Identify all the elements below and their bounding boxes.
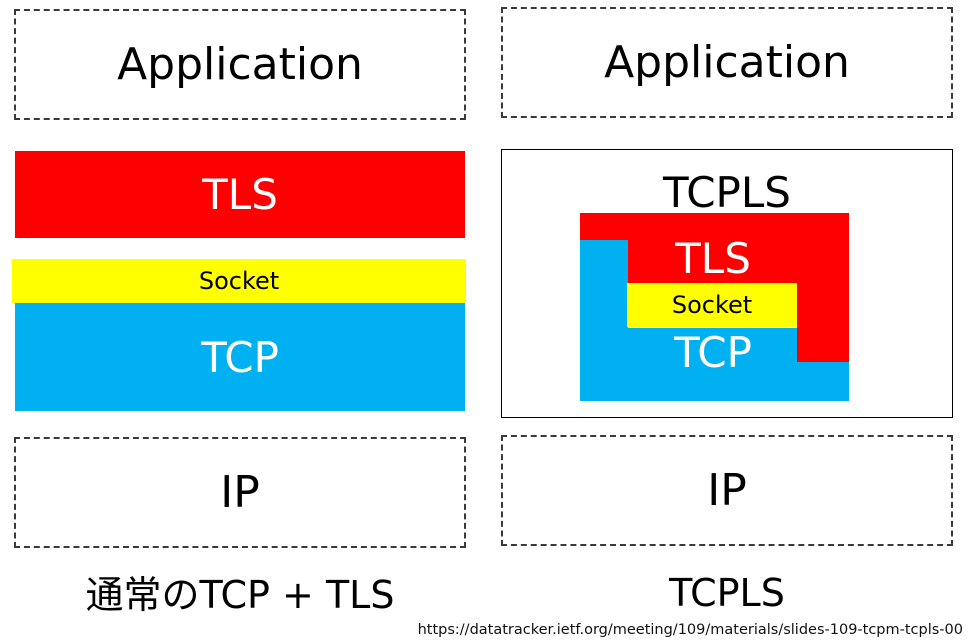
right-caption: TCPLS xyxy=(501,568,953,618)
left-application-layer: Application xyxy=(14,9,466,120)
tcpls-tls-shape xyxy=(580,213,849,362)
right-socket-label: Socket xyxy=(671,291,753,319)
source-url-text: https://datatracker.ietf.org/meeting/109… xyxy=(417,622,963,638)
right-application-layer: Application xyxy=(501,7,953,118)
left-socket-label: Socket xyxy=(198,267,280,295)
left-tls-layer: TLS xyxy=(15,151,465,238)
right-tcpls-title: TCPLS xyxy=(501,164,953,220)
left-caption: 通常のTCP + TLS xyxy=(14,566,466,617)
right-tcp-label: TCP xyxy=(674,327,752,377)
right-tcpls-title-text: TCPLS xyxy=(663,167,791,217)
right-socket-label-box: Socket xyxy=(627,283,797,327)
left-ip-layer: IP xyxy=(14,437,466,548)
left-tcp-label: TCP xyxy=(201,332,279,382)
right-ip-label: IP xyxy=(707,465,747,516)
left-ip-label: IP xyxy=(220,467,260,518)
left-caption-text: 通常のTCP + TLS xyxy=(85,572,395,617)
tcpls-socket-shape xyxy=(627,283,797,327)
left-application-label: Application xyxy=(117,39,363,90)
right-tls-label: TLS xyxy=(675,233,751,283)
right-ip-layer: IP xyxy=(501,435,953,546)
right-caption-text: TCPLS xyxy=(669,571,785,615)
right-tcp-label-box: TCP xyxy=(628,327,798,377)
tcpls-tcp-shape xyxy=(580,240,849,401)
left-socket-layer: Socket xyxy=(12,259,466,303)
source-url: https://datatracker.ietf.org/meeting/109… xyxy=(418,619,963,639)
left-tcp-layer: TCP xyxy=(15,303,465,411)
right-application-label: Application xyxy=(604,37,850,88)
right-tls-label-box: TLS xyxy=(628,232,798,284)
left-tls-label: TLS xyxy=(202,170,278,219)
